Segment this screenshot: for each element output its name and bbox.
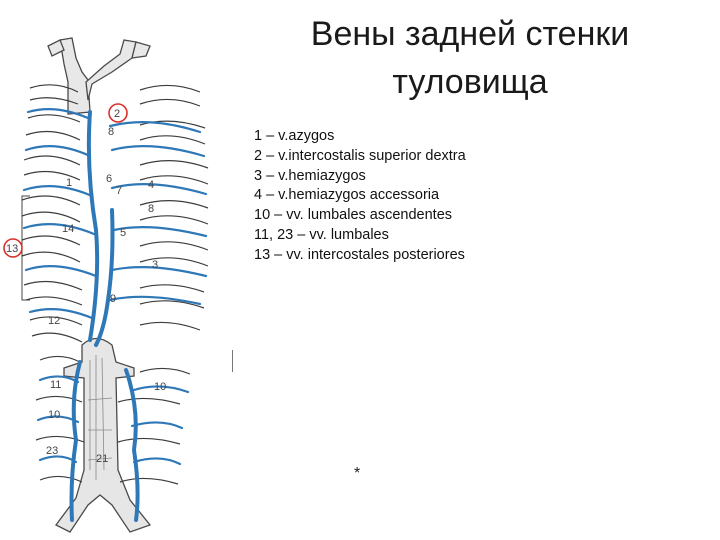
label-5: 5 bbox=[120, 227, 126, 239]
label-1: 1 bbox=[66, 177, 72, 189]
label-7: 7 bbox=[116, 185, 122, 197]
label-23: 23 bbox=[46, 445, 58, 457]
hemiazygos-vein bbox=[94, 208, 115, 347]
legend-item: 4 – v.hemiazygos accessoria bbox=[254, 187, 440, 204]
intercostal-veins bbox=[22, 107, 208, 466]
legend-list: 1 – v.azygos 2 – v.intercostalis superio… bbox=[254, 127, 466, 266]
highlight-circle-13 bbox=[3, 238, 23, 258]
rib-outlines bbox=[21, 84, 209, 485]
label-13: 13 bbox=[6, 243, 18, 255]
legend-item: 13 – vv. intercostales posteriores bbox=[254, 246, 465, 263]
brachiocephalic-veins bbox=[47, 37, 151, 115]
slide-title: Вены задней стенки туловища bbox=[310, 15, 630, 101]
highlight-circle-2 bbox=[108, 103, 128, 123]
label-2: 2 bbox=[114, 108, 120, 120]
legend-item: 11, 23 – vv. lumbales bbox=[254, 226, 389, 243]
veins bbox=[69, 110, 140, 522]
label-10-right: 10 bbox=[154, 381, 166, 393]
label-21: 21 bbox=[96, 453, 108, 465]
label-14: 14 bbox=[62, 223, 74, 235]
label-10-left: 10 bbox=[48, 409, 60, 421]
label-9: 9 bbox=[110, 293, 116, 305]
label-3: 3 bbox=[152, 259, 158, 271]
legend-item: 2 – v.intercostalis superior dextra bbox=[254, 147, 466, 164]
label-12: 12 bbox=[48, 315, 60, 327]
label-6: 6 bbox=[106, 173, 112, 185]
ascending-lumbar-left bbox=[69, 360, 82, 522]
label-4: 4 bbox=[148, 179, 154, 191]
anatomy-illustration: 2 13 8 1 6 7 4 8 14 5 3 9 12 11 10 10 23… bbox=[3, 37, 209, 533]
stray-mark bbox=[232, 350, 233, 372]
ivc-shading bbox=[87, 355, 113, 480]
label-8: 8 bbox=[108, 126, 114, 138]
legend-item: 1 – v.azygos bbox=[254, 128, 335, 144]
legend-item: 10 – vv. lumbales ascendentes bbox=[254, 207, 453, 224]
legend-item: 3 – v.hemiazygos bbox=[254, 167, 366, 184]
footnote-asterisk: * bbox=[354, 465, 361, 482]
azygos-vein bbox=[86, 110, 100, 342]
label-8b: 8 bbox=[148, 203, 154, 215]
ascending-lumbar-right bbox=[124, 368, 140, 522]
label-11: 11 bbox=[50, 379, 61, 391]
